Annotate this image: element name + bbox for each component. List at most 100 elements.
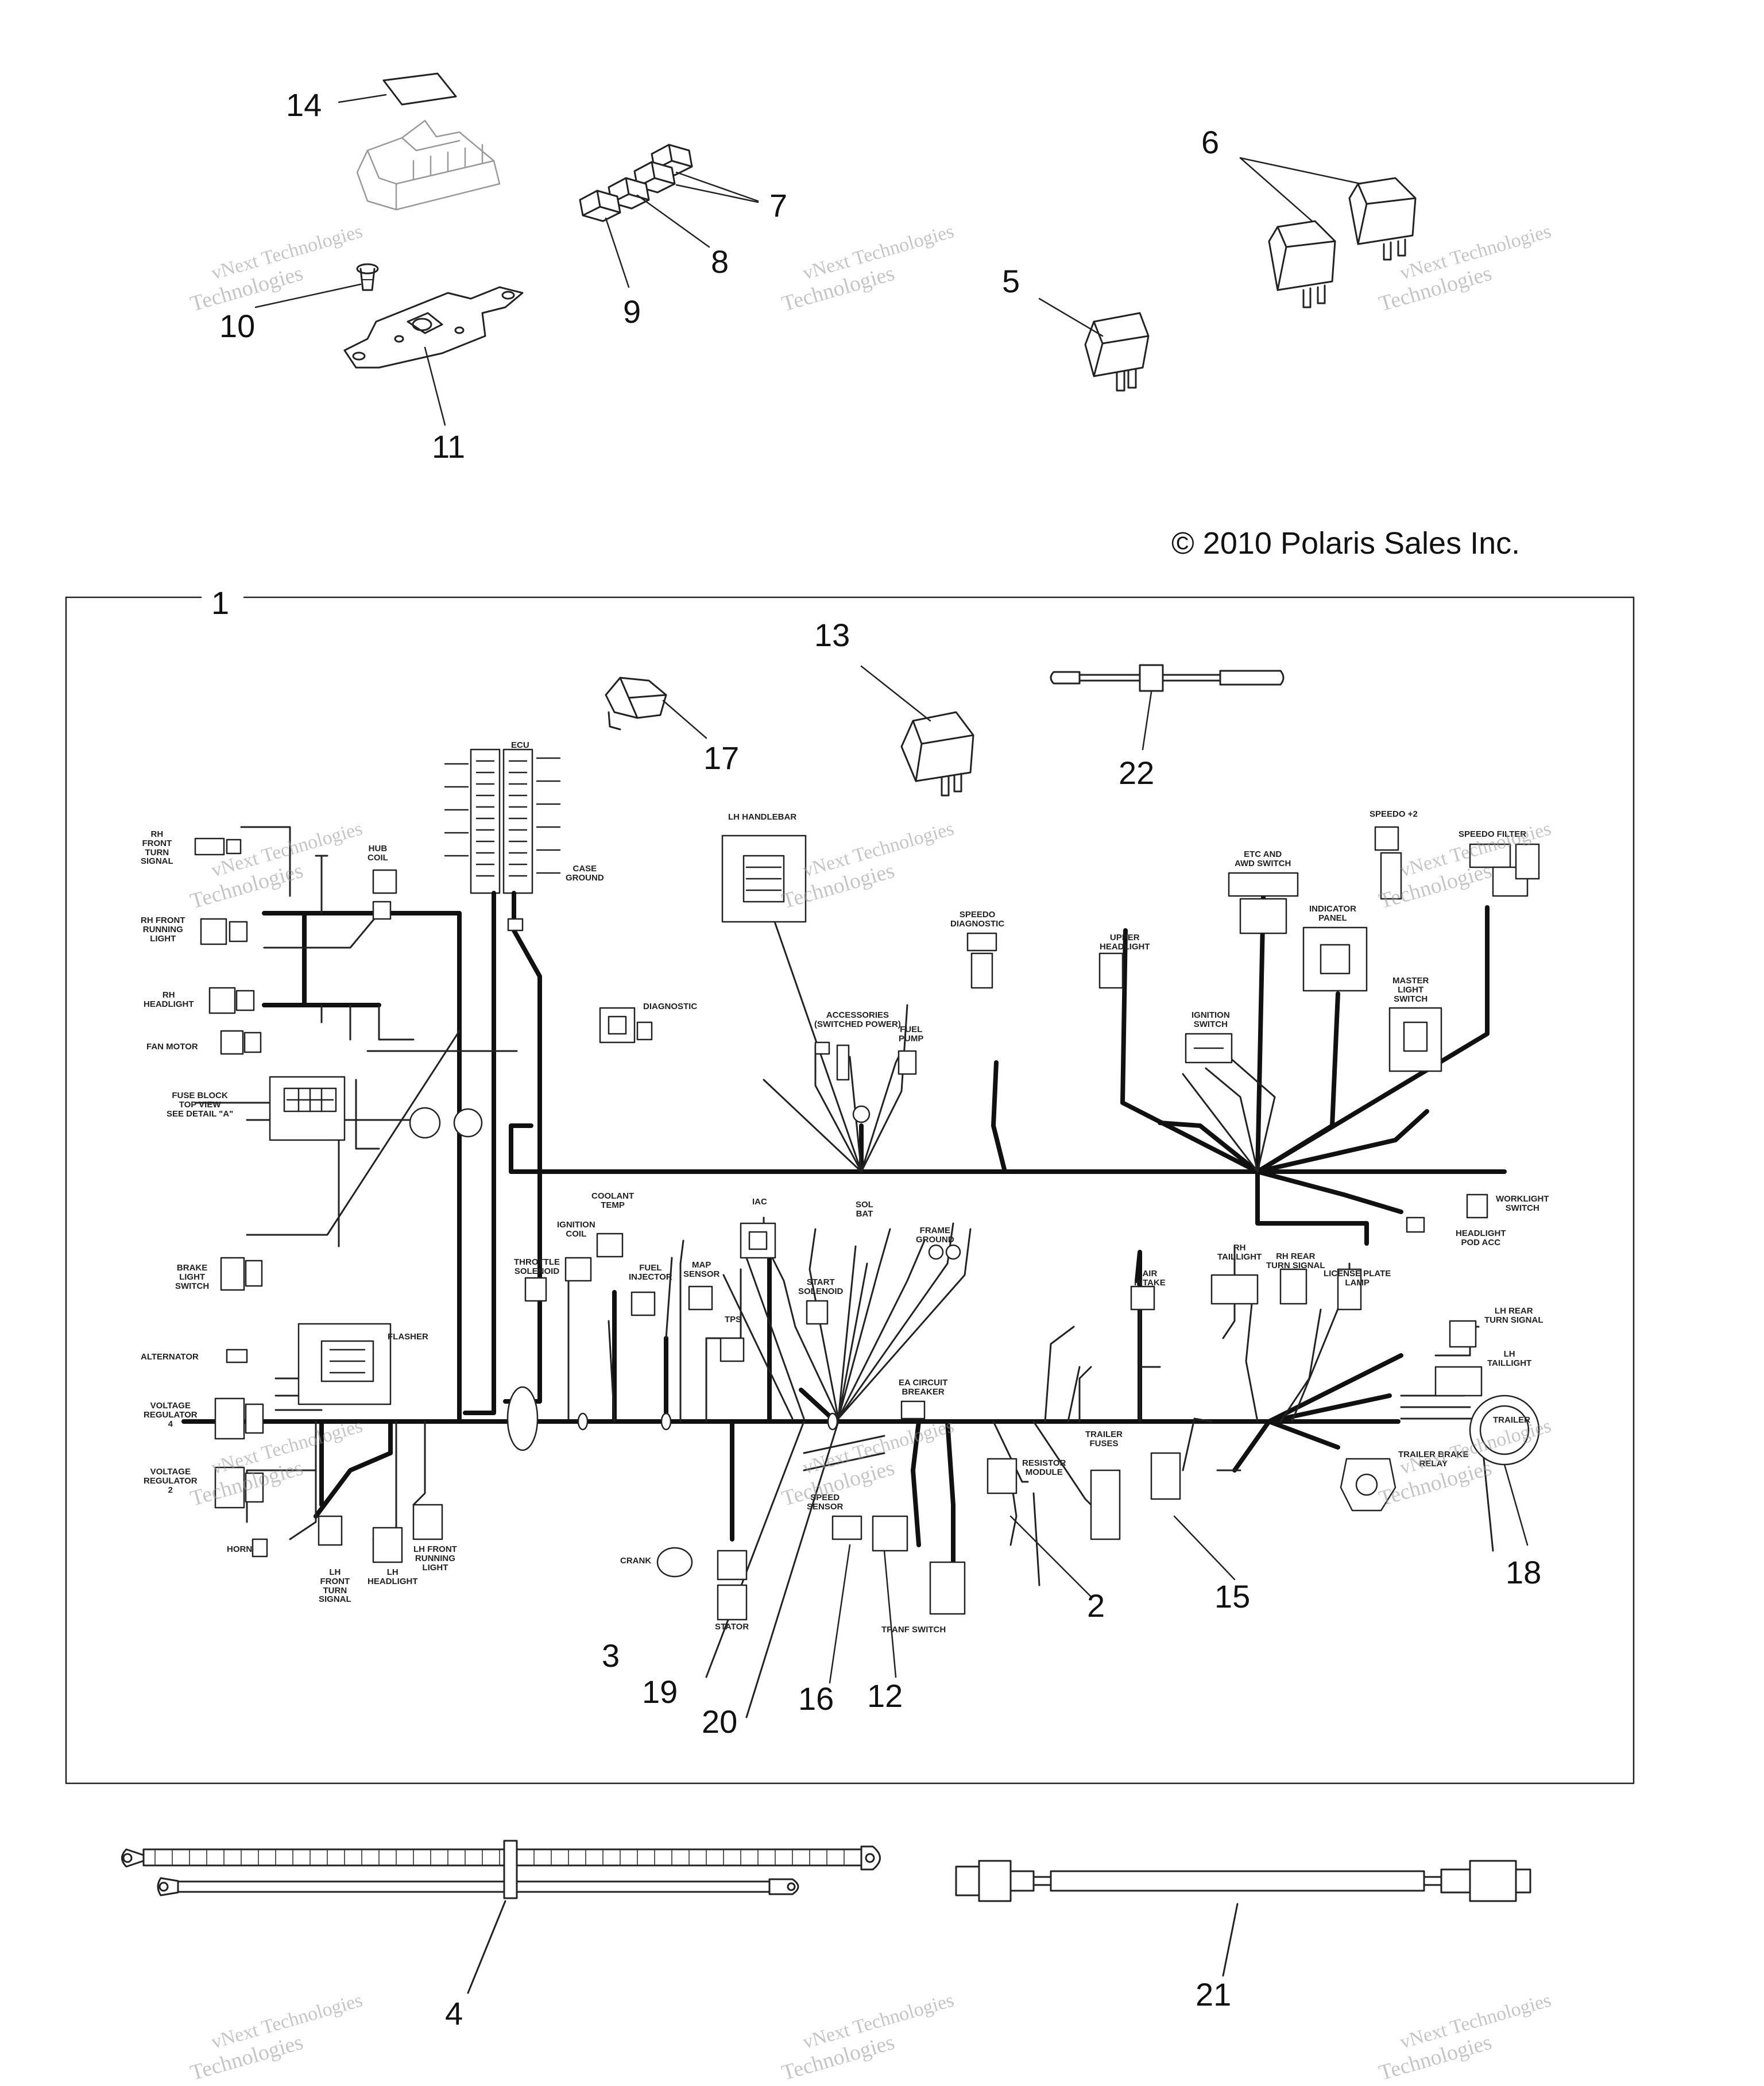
label-fuel-pump: FUEL PUMP — [899, 1025, 924, 1044]
label-crank: CRANK — [620, 1556, 652, 1566]
label-coolant-temp: COOLANT TEMP — [591, 1191, 635, 1210]
relay-5-part — [1038, 298, 1150, 392]
label-sticker-part — [338, 72, 457, 106]
fusible-link-22-part — [1050, 664, 1285, 751]
label-lh-taillight: LH TAILLIGHT — [1487, 1349, 1532, 1368]
callout-20: 20 — [702, 1703, 738, 1740]
label-etc-awd-switch: ETC AND AWD SWITCH — [1235, 849, 1291, 868]
label-trailer-fuses: TRAILER FUSES — [1085, 1430, 1123, 1448]
callout-15: 15 — [1214, 1578, 1251, 1614]
label-lh-front-turn-signal: LH FRONT TURN SIGNAL — [319, 1567, 351, 1605]
label-voltage-regulator-4: VOLTAGE REGULATOR 4 — [144, 1401, 198, 1429]
fuse-block-cover-part — [356, 119, 501, 211]
label-diagnostic: DIAGNOSTIC — [643, 1002, 698, 1011]
callout-5: 5 — [1002, 263, 1020, 299]
harness-frame — [65, 596, 1635, 1784]
connector-17-part — [605, 677, 707, 739]
label-brake-light-switch: BRAKE LIGHT SWITCH — [175, 1263, 210, 1291]
label-frame-ground: FRAME GROUND — [916, 1226, 954, 1245]
callout-14: 14 — [286, 87, 322, 123]
harness-connectors — [194, 826, 1540, 1621]
label-alternator: ALTERNATOR — [141, 1352, 199, 1362]
label-tpanf-switch: TPANF SWITCH — [881, 1625, 946, 1635]
callout-1: 1 — [211, 585, 230, 621]
label-iac: IAC — [752, 1197, 767, 1207]
callout-8: 8 — [711, 244, 729, 280]
callout-6: 6 — [1201, 124, 1220, 160]
label-speedo-diagnostic: SPEEDO DIAGNOSTIC — [950, 910, 1005, 929]
label-flasher: FLASHER — [388, 1332, 428, 1342]
callout-2: 2 — [1087, 1587, 1105, 1624]
fuses-part — [579, 144, 759, 288]
label-hub-coil: HUB COIL — [368, 844, 388, 863]
label-throttle-solenoid: THROTTLE SOLENOID — [514, 1257, 560, 1276]
label-tps: TPS — [725, 1315, 742, 1324]
label-trailer-brake-relay: TRAILER BRAKE RELAY — [1398, 1450, 1469, 1469]
callout-9: 9 — [623, 293, 641, 330]
callout-10: 10 — [219, 308, 256, 344]
label-rh-rear-turn-signal: RH REAR TURN SIGNAL — [1266, 1251, 1325, 1270]
callout-12: 12 — [867, 1678, 903, 1714]
inline-splices — [506, 1386, 838, 1451]
label-rh-taillight: RH TAILLIGHT — [1217, 1243, 1262, 1262]
label-rh-headlight: RH HEADLIGHT — [144, 990, 194, 1009]
label-speedo-2: SPEEDO +2 — [1370, 809, 1418, 819]
label-upper-headlight: UPPER HEADLIGHT — [1100, 933, 1150, 952]
callout-3: 3 — [602, 1637, 620, 1674]
label-lh-handlebar: LH HANDLEBAR — [728, 812, 797, 822]
label-headlight-pod: HEADLIGHT POD ACC — [1456, 1229, 1506, 1247]
mounting-bracket-part — [343, 286, 524, 426]
callout-11: 11 — [432, 428, 466, 465]
label-lh-rear-turn-signal: LH REAR TURN SIGNAL — [1484, 1306, 1544, 1325]
label-indicator-panel: INDICATOR PANEL — [1309, 904, 1356, 923]
label-sol-bat: SOL BAT — [856, 1200, 873, 1219]
label-ignition-coil: IGNITION COIL — [557, 1220, 595, 1239]
branch-wires — [194, 826, 1494, 1718]
callout-13: 13 — [814, 617, 850, 653]
push-rivet-part — [254, 263, 379, 308]
battery-cable-part — [121, 1840, 881, 1994]
label-stator: STATOR — [715, 1622, 749, 1632]
label-ecu: ECU — [511, 740, 529, 750]
label-map-sensor: MAP SENSOR — [683, 1260, 720, 1279]
label-fan-motor: FAN MOTOR — [146, 1042, 198, 1052]
label-resistor-module: RESISTOR MODULE — [1022, 1458, 1066, 1477]
copyright-notice: © 2010 Polaris Sales Inc. — [1171, 526, 1521, 561]
label-ea-circuit-breaker: EA CIRCUIT BREAKER — [899, 1378, 948, 1397]
label-speed-sensor: SPEED SENSOR — [807, 1493, 844, 1512]
label-voltage-regulator-2: VOLTAGE REGULATOR 2 — [144, 1467, 198, 1495]
label-lh-headlight: LH HEADLIGHT — [368, 1567, 418, 1586]
label-horn: HORN — [227, 1544, 253, 1554]
label-rh-front-running-light: RH FRONT RUNNING LIGHT — [141, 915, 185, 944]
callout-4: 4 — [445, 1995, 463, 2031]
label-fuel-injector: FUEL INJECTOR — [629, 1263, 672, 1282]
ecu-connector-block — [444, 748, 561, 894]
label-worklight-switch: WORKLIGHT SWITCH — [1496, 1194, 1549, 1213]
label-air-intake: AIR INTAKE — [1134, 1269, 1166, 1288]
label-rh-front-turn-signal: RH FRONT TURN SIGNAL — [141, 829, 173, 867]
label-case-ground: CASE GROUND — [566, 864, 604, 883]
callout-17: 17 — [703, 740, 740, 776]
label-master-light-switch: MASTER LIGHT SWITCH — [1392, 976, 1429, 1004]
main-harness-trunks — [181, 891, 1507, 1593]
callout-leaders — [829, 1463, 1529, 1684]
callout-16: 16 — [798, 1681, 834, 1717]
callout-21: 21 — [1196, 1976, 1232, 2012]
extension-harness-part — [955, 1860, 1531, 1977]
label-lh-front-running-light: LH FRONT RUNNING LIGHT — [413, 1544, 457, 1573]
label-trailer: TRAILER — [1493, 1415, 1530, 1425]
label-fuse-block: FUSE BLOCK TOP VIEW SEE DETAIL "A" — [167, 1091, 234, 1119]
label-accessories: ACCESSORIES (SWITCHED POWER) — [814, 1010, 901, 1029]
callout-7: 7 — [769, 187, 788, 223]
label-ignition-switch: IGNITION SWITCH — [1192, 1010, 1230, 1029]
callout-18: 18 — [1506, 1554, 1542, 1590]
callout-22: 22 — [1119, 755, 1155, 791]
relay-13-part — [860, 665, 974, 797]
label-license-plate-lamp: LICENSE PLATE LAMP — [1324, 1269, 1391, 1288]
label-speedo-filter: SPEEDO FILTER — [1459, 829, 1527, 839]
callout-19: 19 — [642, 1674, 678, 1710]
relays-6-part — [1239, 157, 1417, 308]
label-start-solenoid: START SOLENOID — [798, 1277, 844, 1296]
